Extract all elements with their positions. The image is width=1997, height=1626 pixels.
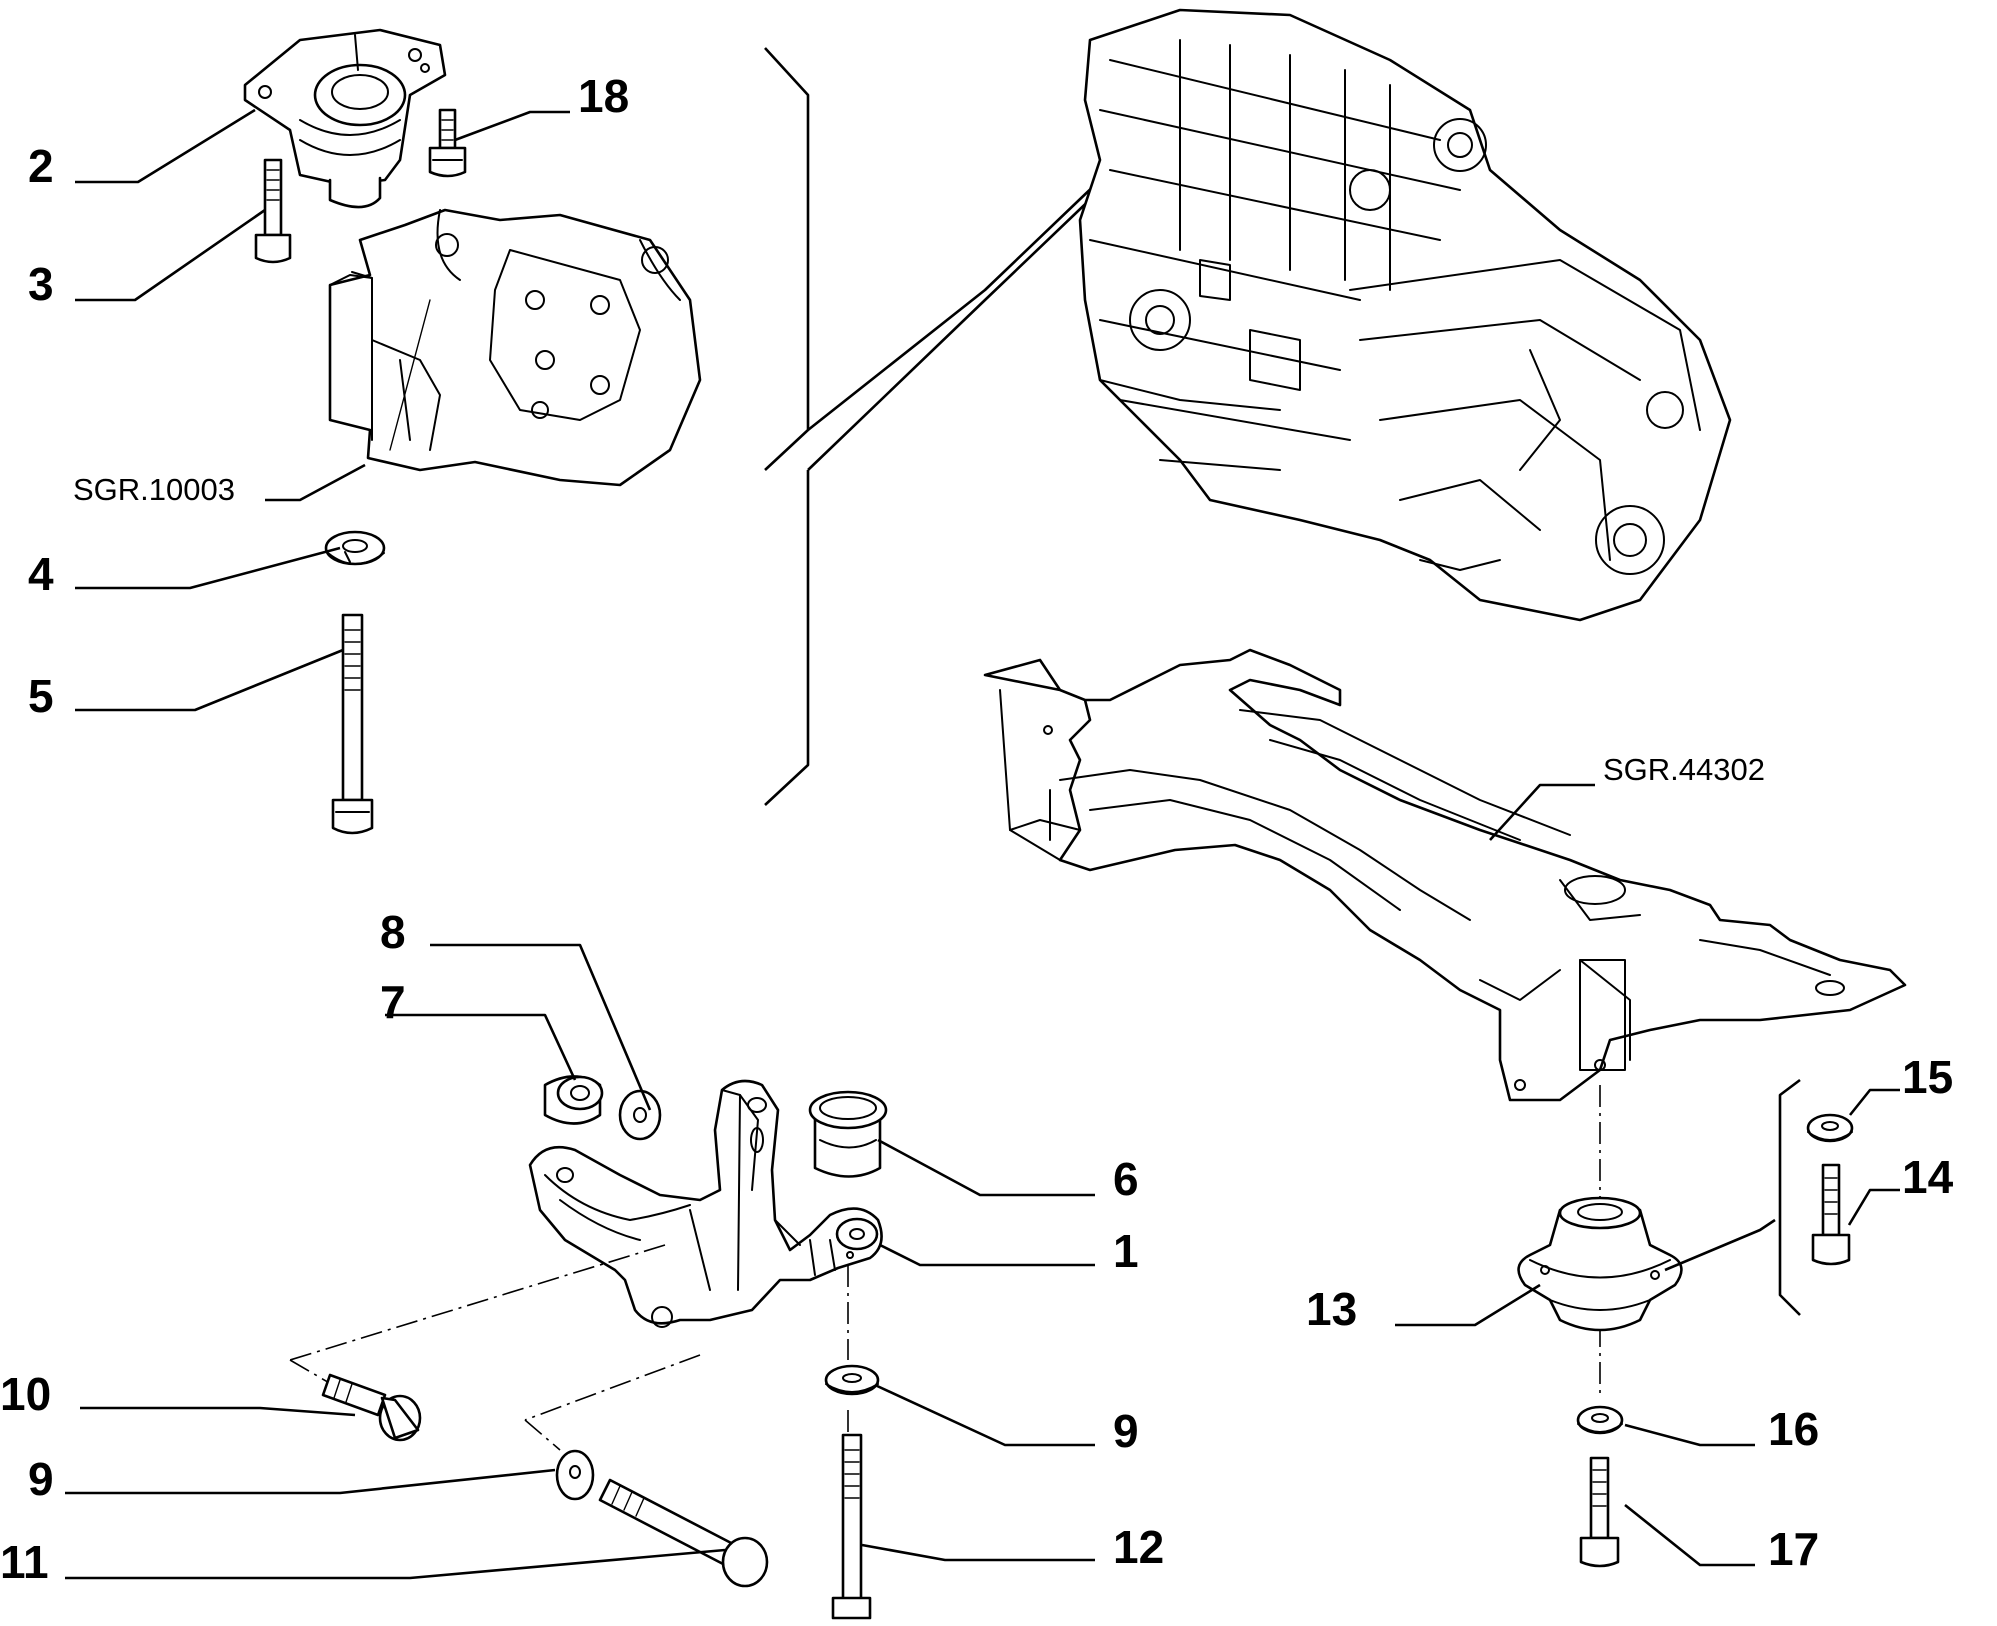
grouping-bracket-lower (764, 470, 810, 806)
engine-mount-bracket (328, 208, 702, 487)
label-9-right: 9 (1113, 1405, 1139, 1457)
label-15: 15 (1902, 1051, 1953, 1103)
part-9-washer-left (555, 1449, 595, 1501)
grouping-bracket-line (764, 47, 810, 471)
part-1-reaction-link (528, 1079, 883, 1328)
label-14: 14 (1902, 1151, 1954, 1203)
label-4: 4 (28, 548, 54, 600)
label-12: 12 (1113, 1521, 1164, 1573)
label-16: 16 (1768, 1403, 1819, 1455)
engine-transmission-assembly (1078, 8, 1732, 622)
label-9-left: 9 (28, 1453, 54, 1505)
label-1: 1 (1113, 1225, 1139, 1277)
part-6-bushing-cup (808, 1090, 888, 1178)
engine-connector-line-2 (807, 189, 1101, 471)
leader-lines (65, 108, 1900, 1580)
part-5-long-bolt (331, 613, 374, 835)
front-subframe (983, 648, 1907, 1102)
part-4-lock-washer (324, 530, 386, 566)
label-17: 17 (1768, 1523, 1819, 1575)
part-18-small-bolt (428, 108, 467, 178)
label-3: 3 (28, 258, 54, 310)
part-11-long-bolt (598, 1478, 769, 1588)
label-7: 7 (380, 976, 406, 1028)
label-10: 10 (0, 1368, 51, 1420)
part-9-washer-right (824, 1364, 880, 1396)
part-13-rubber-mount (1517, 1196, 1683, 1332)
label-13: 13 (1306, 1283, 1357, 1335)
part-7-bushing (543, 1075, 604, 1125)
axis-line-11 (524, 1354, 701, 1421)
label-18: 18 (578, 70, 629, 122)
group-bracket-14-15 (1778, 1078, 1801, 1316)
label-6: 6 (1113, 1153, 1139, 1205)
part-16-washer (1576, 1405, 1624, 1435)
axis-line-11-b (524, 1419, 561, 1451)
part-8-washer (618, 1089, 662, 1141)
part-15-washer (1806, 1113, 1854, 1143)
part-2-upper-mount (243, 28, 447, 209)
engine-connector-line (807, 179, 1101, 432)
label-ref-engine-mount: SGR.10003 (73, 472, 235, 507)
label-2: 2 (28, 140, 54, 192)
part-3-bolt (254, 158, 292, 264)
part-14-bolt (1811, 1163, 1851, 1266)
part-17-bolt (1579, 1456, 1620, 1568)
label-8: 8 (380, 906, 406, 958)
label-5: 5 (28, 670, 54, 722)
part-12-long-bolt (831, 1433, 872, 1620)
part-10-short-bolt (321, 1373, 422, 1442)
label-ref-subframe: SGR.44302 (1603, 752, 1765, 787)
axis-line-10 (289, 1244, 666, 1361)
label-11: 11 (0, 1536, 49, 1588)
